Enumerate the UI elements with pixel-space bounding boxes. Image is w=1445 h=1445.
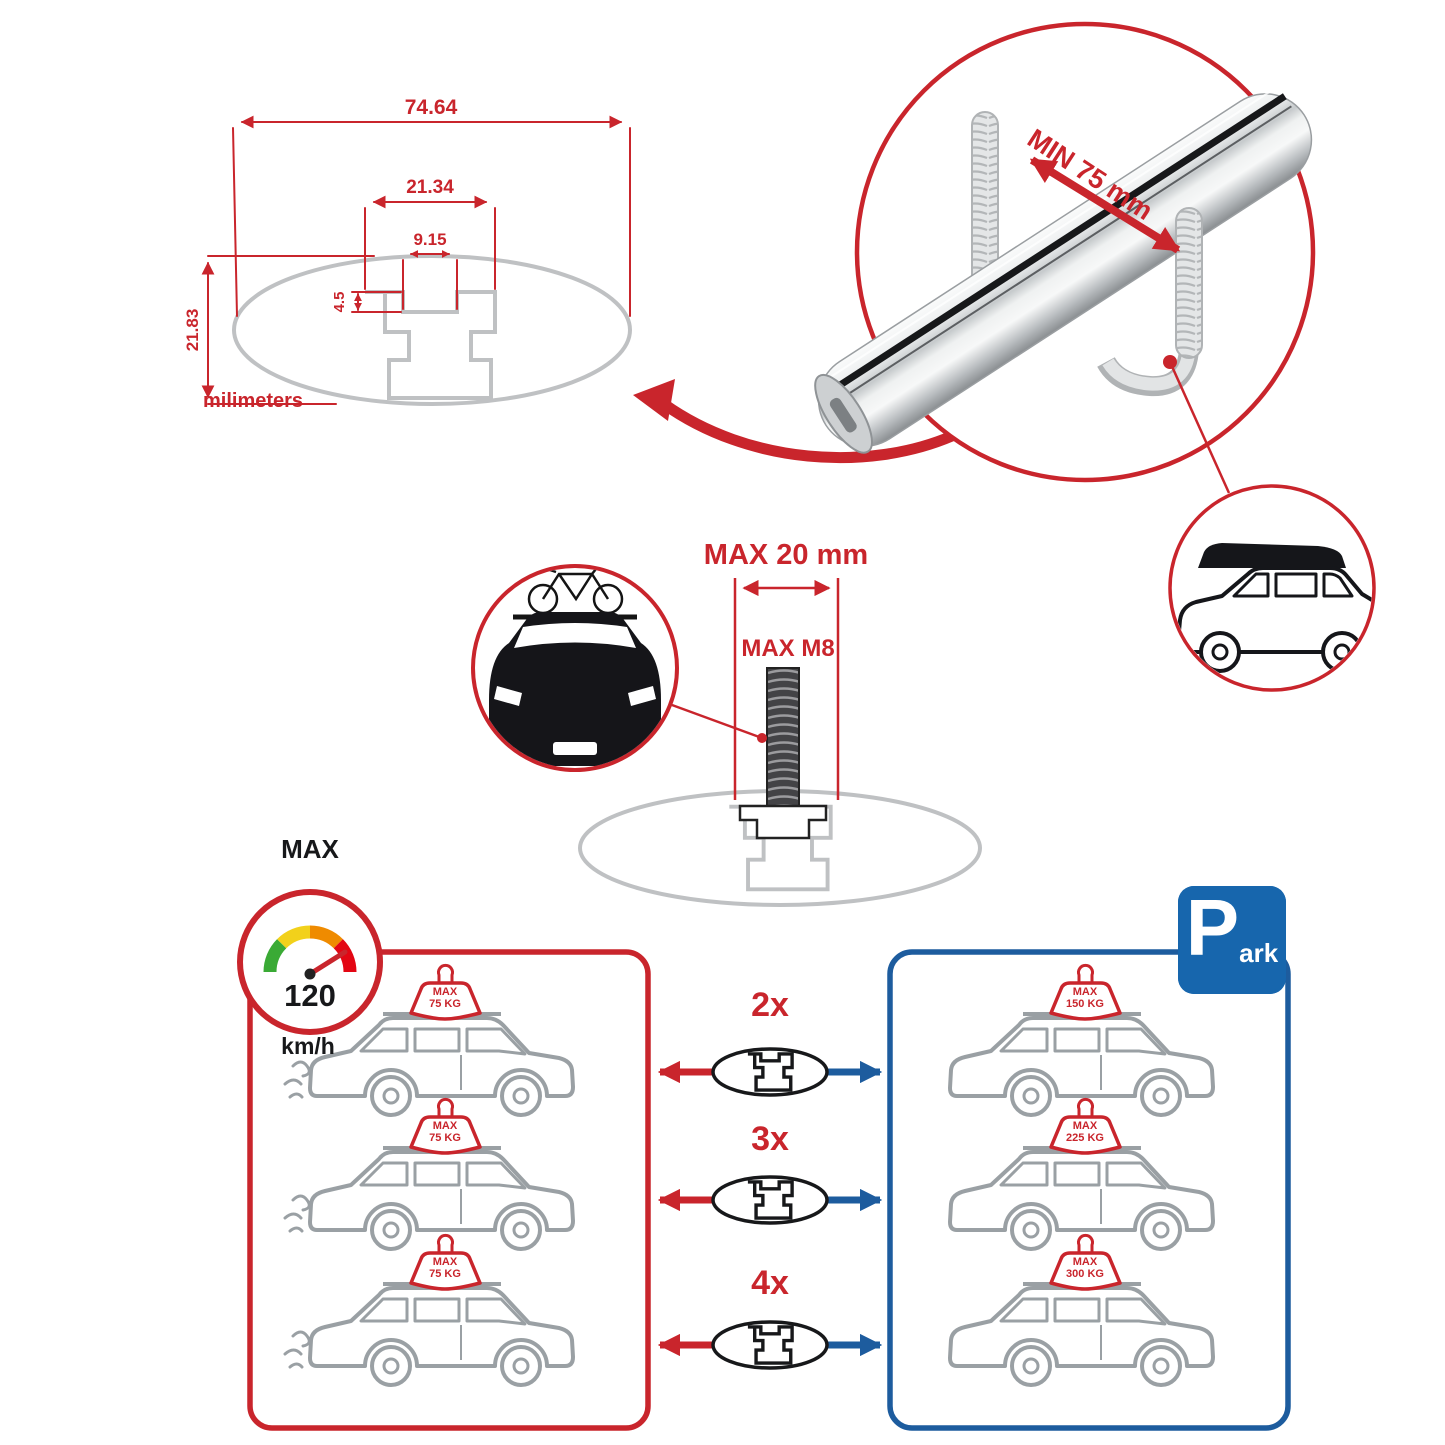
gauge-yellow-arc <box>277 925 311 949</box>
dim-slot-width-label: 9.15 <box>413 230 447 249</box>
dimension-lines <box>201 115 631 405</box>
load-tag: MAX 75 KG <box>409 1120 481 1144</box>
car-front-icon <box>489 612 661 766</box>
unit-label: milimeters <box>203 390 304 412</box>
u-bolt-right-rod <box>1175 207 1203 359</box>
load-tag-weight: 75 KG <box>429 1132 461 1144</box>
dimension-drawing <box>201 115 958 464</box>
load-tag-max: MAX <box>432 1120 458 1132</box>
max-bolt-width-label: MAX 20 mm <box>703 539 869 571</box>
park-sign-suffix: ark <box>1239 938 1279 968</box>
load-tag: MAX 75 KG <box>409 1256 481 1280</box>
load-tag: MAX 150 KG <box>1049 986 1121 1010</box>
pointer-line <box>1168 361 1231 494</box>
roofbox-car-badge <box>1168 484 1376 692</box>
dim-total-width-label: 74.64 <box>404 96 458 119</box>
pointer-arrow-head <box>633 379 675 421</box>
dim-total-height-label: 21.83 <box>183 308 203 352</box>
load-tag-max: MAX <box>432 986 458 998</box>
bolt-mounting-detail <box>578 578 982 907</box>
bolt-dimension-lines <box>733 578 840 800</box>
multiplier-row-3x <box>657 1175 883 1225</box>
suv-body <box>1176 566 1372 654</box>
gauge-speed-unit: km/h <box>281 1033 335 1059</box>
bolt-t-head <box>738 804 828 840</box>
multiplier-2x-label: 2x <box>751 986 789 1024</box>
park-sign-letter: P <box>1185 883 1240 972</box>
crossbar-3d-view <box>814 21 1316 494</box>
gauge-orange-arc <box>309 925 343 949</box>
min-length-arrow <box>1029 156 1181 254</box>
load-tag-weight: 150 KG <box>1066 998 1104 1010</box>
load-tag-max: MAX <box>1072 1256 1098 1268</box>
bike-car-badge <box>471 564 767 772</box>
gauge-pivot <box>304 968 316 980</box>
load-tag-max: MAX <box>1072 986 1098 998</box>
pointer-arrow <box>658 398 958 464</box>
load-tag-max: MAX <box>432 1256 458 1268</box>
dim-channel-width-label: 21.34 <box>406 177 454 198</box>
multiplier-3x-label: 3x <box>751 1120 789 1158</box>
pointer-dot <box>757 733 767 743</box>
multiplier-row-4x <box>657 1320 883 1370</box>
load-tag-max: MAX <box>1072 1120 1098 1132</box>
multiplier-row-2x <box>657 1047 883 1097</box>
load-tag-weight: 300 KG <box>1066 1268 1104 1280</box>
gauge-green-arc <box>263 939 287 973</box>
load-tag: MAX 75 KG <box>409 986 481 1010</box>
multiplier-rows <box>657 1047 883 1370</box>
load-tag-weight: 225 KG <box>1066 1132 1104 1144</box>
roof-box-icon <box>1198 543 1346 568</box>
load-tag-weight: 75 KG <box>429 998 461 1010</box>
multiplier-4x-label: 4x <box>751 1264 789 1302</box>
speed-limit-gauge-icon <box>237 889 383 1035</box>
gauge-max-label: MAX <box>281 834 339 864</box>
gauge-needle <box>307 949 348 977</box>
dim-slot-depth-label: 4.5 <box>331 291 349 313</box>
pointer-line <box>671 703 763 740</box>
max-thread-label: MAX M8 <box>741 635 835 662</box>
load-tag: MAX 225 KG <box>1049 1120 1121 1144</box>
bolt-shaft <box>766 667 800 807</box>
load-tag: MAX 300 KG <box>1049 1256 1121 1280</box>
gauge-speed-value: 120 <box>284 978 336 1013</box>
gauge-red-arc <box>333 939 357 973</box>
load-tag-weight: 75 KG <box>429 1268 461 1280</box>
